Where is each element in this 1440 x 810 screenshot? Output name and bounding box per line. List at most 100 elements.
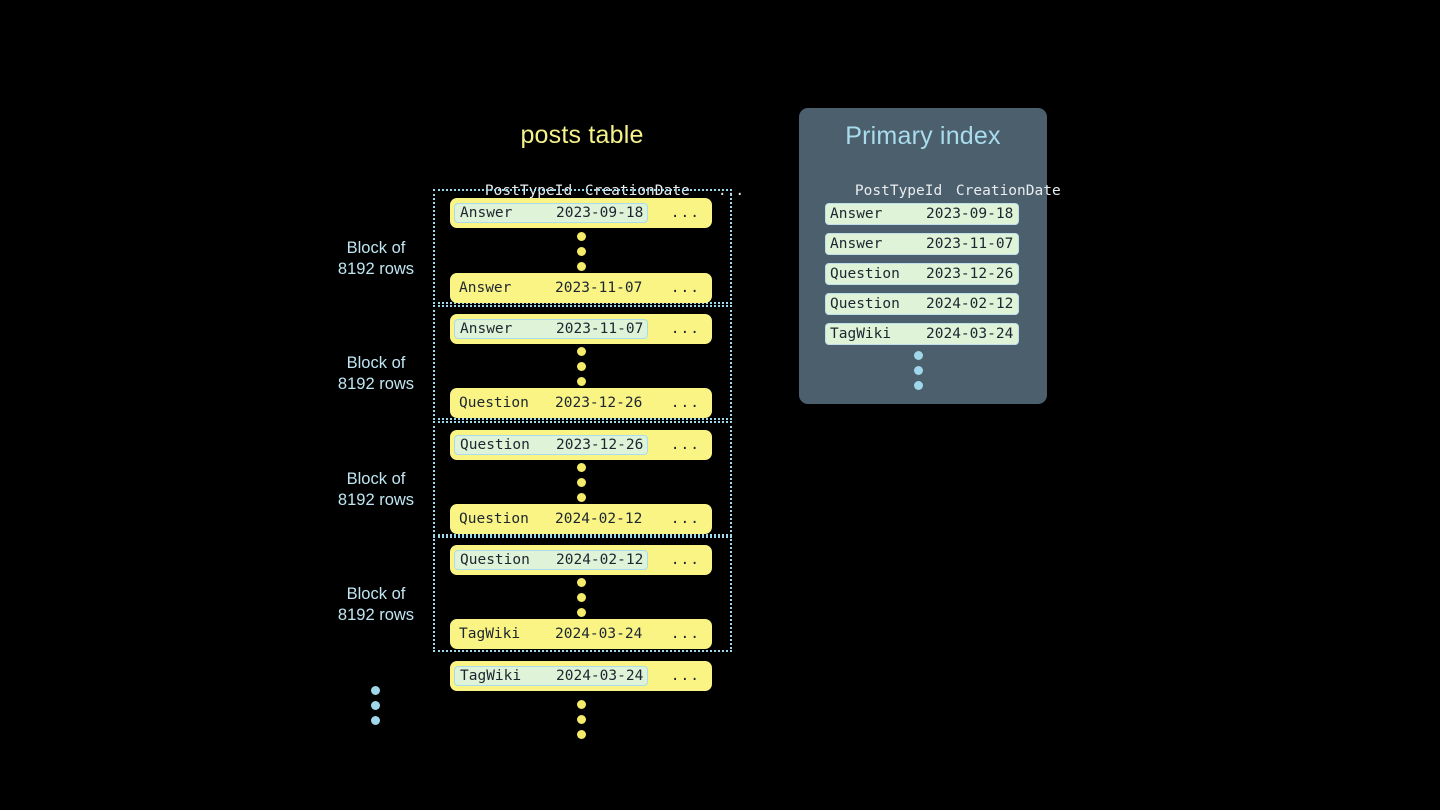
posts-block-4-label-line1: Block of xyxy=(346,585,406,603)
posts-block3-ellipsis xyxy=(577,463,586,502)
cell-creationdate: 2023-11-07 xyxy=(555,280,643,296)
index-column-header-creationdate: CreationDate xyxy=(955,183,1061,199)
dot xyxy=(577,463,586,472)
cell-creationdate: 2024-02-12 xyxy=(555,511,643,527)
cell-posttypeid: Question xyxy=(459,395,529,411)
dot xyxy=(577,362,586,371)
posts-block-1 xyxy=(433,189,732,304)
dot xyxy=(577,608,586,617)
primary-index-ellipsis xyxy=(914,351,923,390)
cell-more: ... xyxy=(670,280,700,296)
posts-row-cells: TagWiki 2024-03-24 xyxy=(454,666,649,686)
cell-more: ... xyxy=(670,668,700,684)
posts-row-block1-last: Answer 2023-11-07 ... xyxy=(450,273,712,303)
primary-index-entry-1: Answer 2023-09-18 xyxy=(825,203,1019,225)
posts-row-cells: Answer 2023-11-07 xyxy=(450,280,642,296)
cell-posttypeid: Question xyxy=(460,552,530,568)
dot xyxy=(577,700,586,709)
dot xyxy=(577,377,586,386)
primary-index-entry-4: Question 2024-02-12 xyxy=(825,293,1019,315)
posts-block-2-label-line1: Block of xyxy=(346,354,406,372)
posts-row-block2-first: Answer 2023-11-07 ... xyxy=(450,314,712,344)
posts-block-2-label: Block of 8192 rows xyxy=(301,353,451,395)
primary-index-entry-3: Question 2023-12-26 xyxy=(825,263,1019,285)
cell-creationdate: 2023-09-18 xyxy=(926,206,1014,222)
cell-creationdate: 2023-09-18 xyxy=(556,205,644,221)
primary-index-panel xyxy=(799,108,1047,404)
cell-creationdate: 2024-03-24 xyxy=(555,626,643,642)
dot xyxy=(371,716,380,725)
index-column-header-posttypeid: PostTypeId xyxy=(854,183,943,199)
posts-block2-ellipsis xyxy=(577,347,586,386)
cell-creationdate: 2023-12-26 xyxy=(556,437,644,453)
dot xyxy=(914,381,923,390)
posts-block-4 xyxy=(433,536,732,652)
posts-block-3-label: Block of 8192 rows xyxy=(301,469,451,511)
posts-row-trailing: TagWiki 2024-03-24 ... xyxy=(450,661,712,691)
dot xyxy=(371,686,380,695)
cell-creationdate: 2024-02-12 xyxy=(926,296,1014,312)
posts-table-bottom-ellipsis xyxy=(577,700,586,739)
cell-posttypeid: Answer xyxy=(460,205,513,221)
dot xyxy=(577,478,586,487)
dot xyxy=(577,247,586,256)
cell-more: ... xyxy=(670,321,700,337)
cell-more: ... xyxy=(670,437,700,453)
cell-posttypeid: TagWiki xyxy=(460,668,522,684)
cell-more: ... xyxy=(670,511,700,527)
posts-block1-ellipsis xyxy=(577,232,586,271)
posts-row-block3-last: Question 2024-02-12 ... xyxy=(450,504,712,534)
posts-column-header-creationdate: CreationDate xyxy=(584,183,690,199)
primary-index-entry-5: TagWiki 2024-03-24 xyxy=(825,323,1019,345)
cell-posttypeid: TagWiki xyxy=(830,326,892,342)
posts-table-title: posts table xyxy=(520,121,644,149)
posts-block-1-label-line2: 8192 rows xyxy=(337,260,415,278)
dot xyxy=(577,715,586,724)
dot xyxy=(577,232,586,241)
cell-creationdate: 2023-12-26 xyxy=(926,266,1014,282)
posts-block-3 xyxy=(433,421,732,536)
dot xyxy=(914,351,923,360)
posts-row-cells: Question 2024-02-12 xyxy=(454,550,649,570)
cell-posttypeid: Answer xyxy=(460,321,513,337)
posts-row-cells: Question 2024-02-12 xyxy=(450,511,642,527)
cell-more: ... xyxy=(670,395,700,411)
dot xyxy=(577,578,586,587)
cell-posttypeid: Answer xyxy=(830,206,883,222)
dot xyxy=(577,493,586,502)
dot xyxy=(577,593,586,602)
cell-more: ... xyxy=(670,626,700,642)
cell-posttypeid: Question xyxy=(459,511,529,527)
cell-more: ... xyxy=(670,552,700,568)
dot xyxy=(914,366,923,375)
posts-block-2 xyxy=(433,305,732,420)
dot xyxy=(577,347,586,356)
posts-row-cells: Answer 2023-11-07 xyxy=(454,319,649,339)
posts-row-block4-first: Question 2024-02-12 ... xyxy=(450,545,712,575)
primary-index-column-headers: PostTypeId CreationDate xyxy=(820,167,1061,215)
cell-creationdate: 2023-11-07 xyxy=(556,321,644,337)
posts-block-2-label-line2: 8192 rows xyxy=(337,375,415,393)
primary-index-title: Primary index xyxy=(845,122,1001,150)
posts-block-1-label: Block of 8192 rows xyxy=(301,238,451,280)
dot xyxy=(371,701,380,710)
dot xyxy=(577,730,586,739)
cell-creationdate: 2024-02-12 xyxy=(556,552,644,568)
cell-creationdate: 2024-03-24 xyxy=(556,668,644,684)
posts-blocks-bottom-ellipsis xyxy=(371,686,380,725)
cell-posttypeid: Question xyxy=(830,296,900,312)
cell-posttypeid: Answer xyxy=(459,280,512,296)
posts-block-1-label-line1: Block of xyxy=(346,239,406,257)
cell-creationdate: 2024-03-24 xyxy=(926,326,1014,342)
cell-posttypeid: Question xyxy=(830,266,900,282)
posts-block-3-label-line2: 8192 rows xyxy=(337,491,415,509)
